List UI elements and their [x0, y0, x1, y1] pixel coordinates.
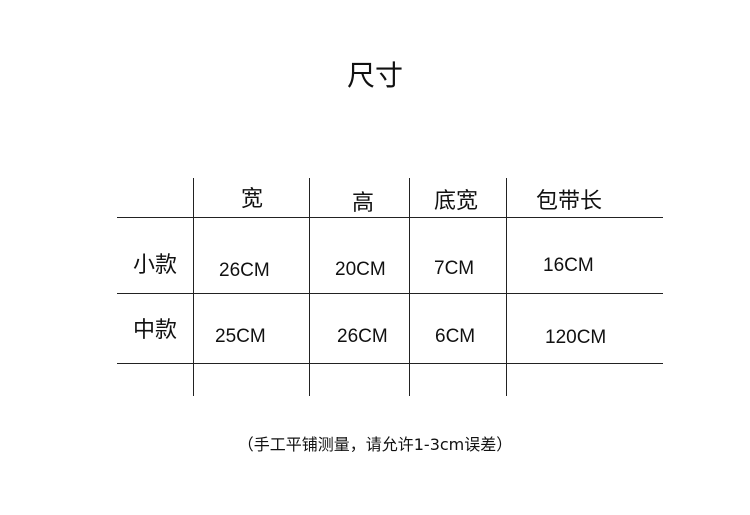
table-rule — [409, 178, 410, 396]
table-rule — [309, 178, 310, 396]
column-header-strap-length: 包带长 — [536, 189, 603, 214]
measurement-note: （手工平铺测量，请允许1-3cm误差） — [237, 435, 513, 454]
table-rule — [117, 293, 663, 294]
row-label-small: 小款 — [133, 253, 178, 278]
table-rule — [117, 363, 663, 364]
cell-medium-bottom-width: 6CM — [435, 326, 476, 347]
cell-medium-height: 26CM — [337, 326, 388, 347]
column-header-width: 宽 — [241, 187, 264, 212]
table-rule — [506, 178, 507, 396]
row-label-medium: 中款 — [133, 318, 178, 343]
cell-medium-strap-length: 120CM — [545, 327, 607, 348]
column-header-bottom-width: 底宽 — [434, 189, 479, 214]
column-header-height: 高 — [352, 191, 375, 216]
page-title: 尺寸 — [346, 59, 403, 92]
cell-small-width: 26CM — [219, 260, 270, 281]
cell-small-bottom-width: 7CM — [434, 258, 475, 279]
cell-small-strap-length: 16CM — [543, 255, 594, 276]
cell-small-height: 20CM — [335, 259, 386, 280]
cell-medium-width: 25CM — [215, 326, 266, 347]
table-rule — [193, 178, 194, 396]
table-rule — [117, 217, 663, 218]
